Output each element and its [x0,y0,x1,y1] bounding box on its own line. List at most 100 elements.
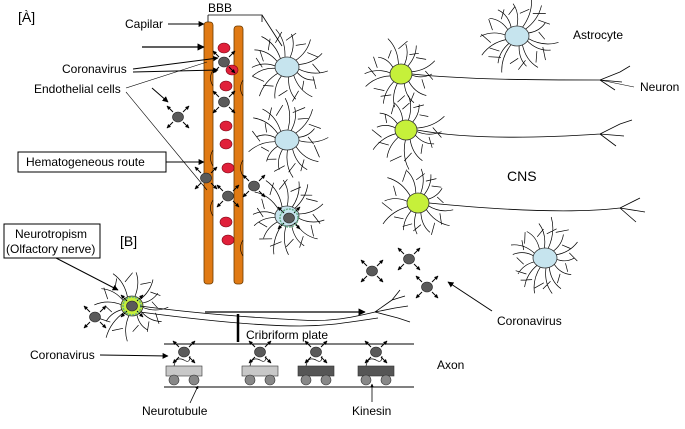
virus-body [218,96,230,108]
virus-spike [212,50,220,58]
endothelial-label: Endothelial cells [34,82,121,96]
virus-body [89,311,101,323]
virus-body [248,180,260,192]
virus-spike [360,259,368,267]
astrocyte [479,0,559,73]
kinesins [165,355,395,386]
kinesin-foot [320,374,332,386]
bbb-bracket [207,14,263,22]
dendrites [252,179,325,255]
axon-label: Axon [437,358,464,372]
kinesin-motor [297,355,335,386]
virus-spike [210,182,218,190]
virus-spike [210,166,218,174]
coronavirus-particle [212,90,236,114]
astrocyte-body [274,56,300,78]
virus-spike [397,263,405,271]
virus-spike [376,259,384,267]
hematogeneous-label: Hematogeneous route [26,155,145,169]
cells [94,0,646,342]
virus-body [310,346,322,358]
virus-spike [216,200,224,208]
kinesin-foot [380,374,392,386]
virus-spike [182,121,190,129]
coronavirus-particle [415,275,439,299]
kinesin-foot [264,374,276,386]
astrocyte [251,29,328,102]
kinesin-foot [244,374,256,386]
virus-spike [415,275,423,283]
dendrites [381,168,454,235]
kinesin-cargo [297,365,335,377]
capilar-label: Capilar [125,17,163,31]
virus-body [283,212,295,224]
kinesin-stalk [249,355,267,367]
olfactory-axon [139,305,376,321]
neurotubule-pointer [189,385,199,404]
virus-spike [228,50,236,58]
virus-spike [376,275,384,283]
virus-spike [258,174,266,182]
virus-spike [166,105,174,113]
virus-body [370,346,382,358]
virus-body [421,281,433,293]
coronavirus-pointer-a2 [132,67,219,73]
virus-spike [83,305,91,313]
neurotropism-line1: Neurotropism [15,227,87,241]
virus-spike [99,321,107,329]
coronavirus-pointer-b-right [447,281,493,312]
coronavirus-particle [360,259,384,283]
capillary [203,21,244,285]
virus-spike [120,294,128,302]
endothelial-pointer-1 [125,61,208,89]
dendrites [371,95,445,170]
coronavirus-particle [364,340,388,364]
virus-spike [413,263,421,271]
kinesin-foot [168,374,180,386]
kinesin-foot [188,374,200,386]
coronavirus-label-b-right: Coronavirus [497,314,562,328]
bbb-label: BBB [208,1,232,15]
capillary-wall-right [233,25,244,285]
astrocyte-label: Astrocyte [573,28,623,42]
virus-spike [397,247,405,255]
virus-spike [304,356,312,364]
panel-b-marker: [B] [120,233,137,249]
neuron-label: Neuron [640,80,679,94]
virus-spike [194,166,202,174]
astrocyte [248,98,329,178]
red-blood-cell [221,234,235,246]
coronavirus-label-b-left: Coronavirus [30,348,95,362]
coronavirus-particle [216,184,240,208]
coronavirus-particle [248,340,272,364]
virus-spike [232,200,240,208]
kinesin-motor [357,355,395,386]
virus-spike [83,321,91,329]
kinesin-label: Kinesin [352,404,391,418]
dendrites [510,216,578,294]
virus-body [126,300,138,312]
neurotubule-label: Neurotubule [142,404,208,418]
astrocyte [510,216,578,294]
virus-spike [413,247,421,255]
coronavirus-pointer-a1 [132,55,219,70]
virus-body [178,346,190,358]
coronavirus-pointer-b-left [99,352,169,359]
panel-a-marker: [À] [18,9,35,25]
kinesin-foot [300,374,312,386]
kinesin-stalk [173,355,191,367]
virus-spike [248,356,256,364]
virus-spike [228,90,236,98]
virus-spike [277,206,285,214]
virus-body [403,253,415,265]
dendrites [479,0,559,73]
coronavirus-particle [166,105,190,129]
virus-spike [242,190,250,198]
coronavirus-particle [83,305,107,329]
axon-terminal [374,289,411,323]
virus-spike [194,182,202,190]
virus-spike [415,291,423,299]
endothelial-arrow [151,87,169,103]
